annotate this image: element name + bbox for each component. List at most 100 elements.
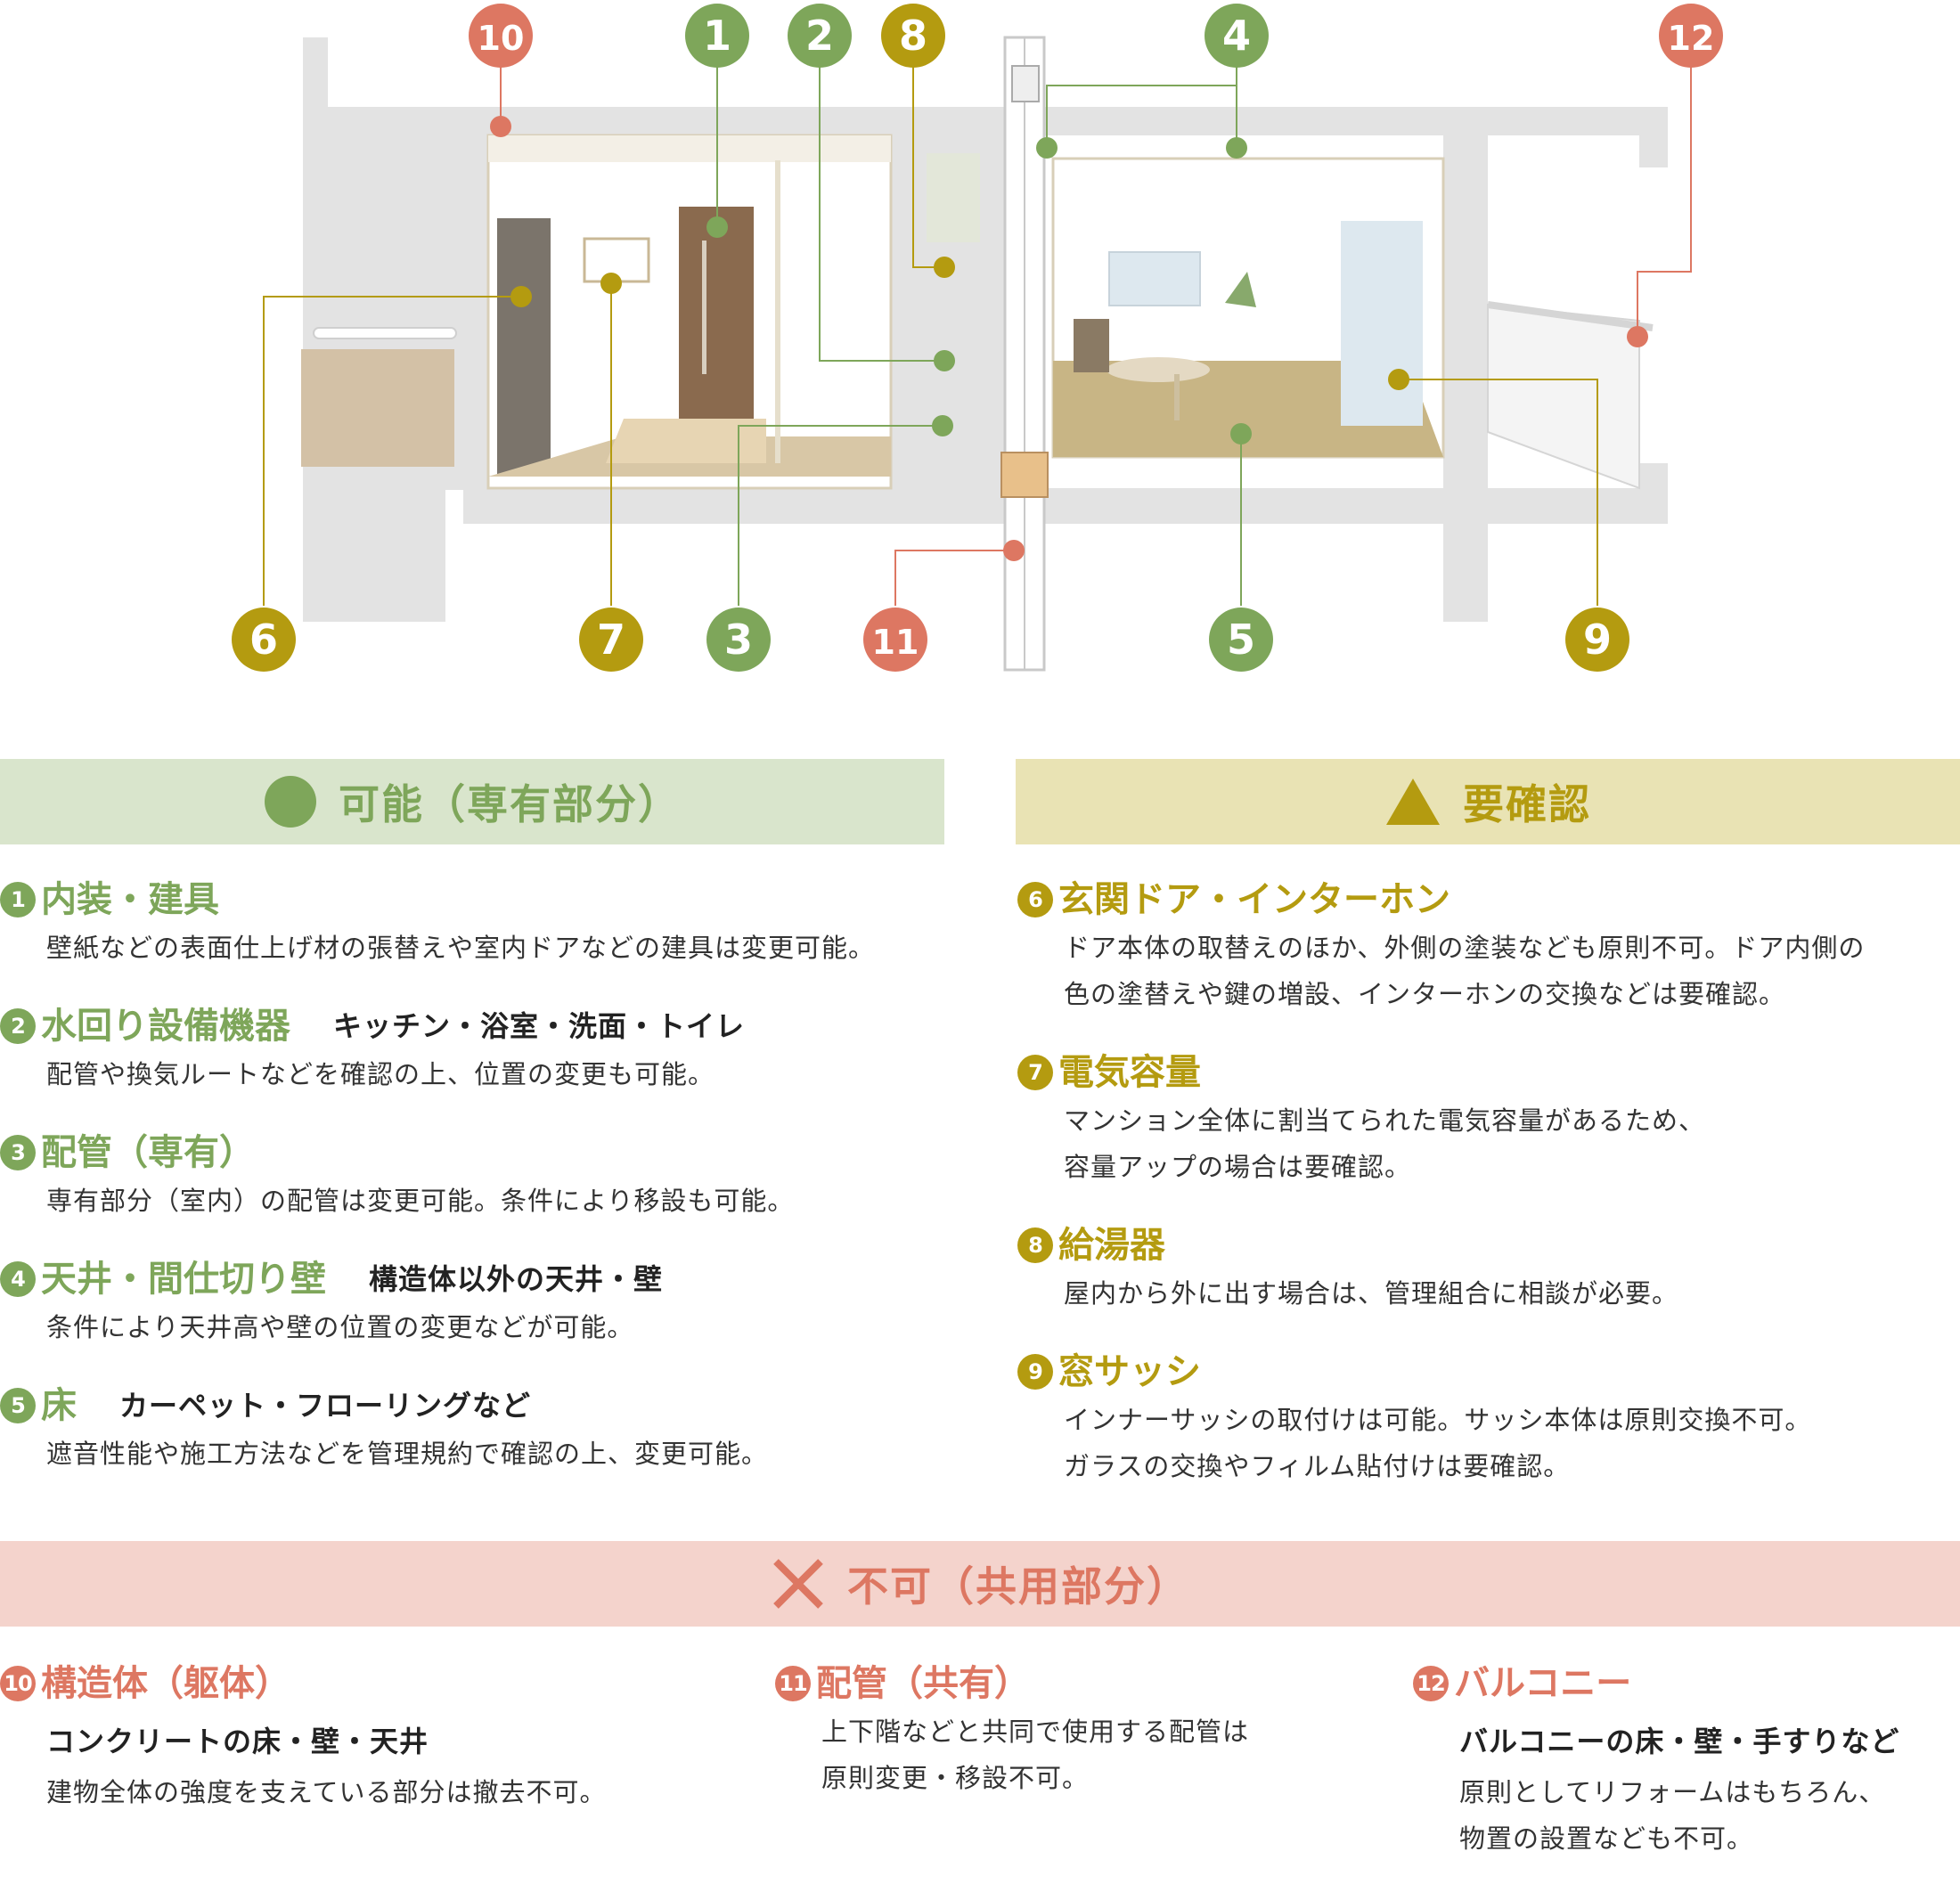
item-subtitle: バルコニーの床・壁・手すりなど bbox=[1459, 1725, 1900, 1758]
item-title: 構造体（躯体） bbox=[41, 1663, 290, 1704]
item-title: 玄関ドア・インターホン bbox=[1058, 879, 1450, 920]
item-description-line: マンション全体に割当てられた電気容量があるため、 bbox=[1064, 1105, 1706, 1136]
left-room bbox=[486, 134, 980, 490]
band-needs-check-title: 要確認 bbox=[1463, 780, 1591, 828]
item-title: 給湯器 bbox=[1058, 1225, 1165, 1266]
item-description-line: 色の塗替えや鍵の増設、インターホンの交換などは要確認。 bbox=[1064, 979, 1786, 1009]
item-description-line: ガラスの交換やフィルム貼付けは要確認。 bbox=[1064, 1451, 1571, 1481]
item-number-badge: 2 bbox=[0, 1008, 36, 1044]
cross-icon bbox=[771, 1556, 826, 1611]
item-title: 水回り設備機器 bbox=[41, 1006, 290, 1047]
item-description-line: インナーサッシの取付けは可能。サッシ本体は原則交換不可。 bbox=[1064, 1405, 1812, 1435]
item-title: 電気容量 bbox=[1058, 1052, 1201, 1093]
item-description-line: 条件により天井高や壁の位置の変更などが可能。 bbox=[46, 1312, 634, 1342]
marker-8: 8 bbox=[881, 4, 945, 68]
marker-11: 11 bbox=[863, 608, 927, 672]
marker-12-label: 12 bbox=[1668, 19, 1715, 58]
triangle-icon bbox=[1384, 777, 1441, 827]
item-subtitle: コンクリートの床・壁・天井 bbox=[46, 1725, 429, 1758]
item-title: バルコニー bbox=[1454, 1663, 1632, 1704]
marker-3-label: 3 bbox=[724, 616, 753, 664]
item-title: 床 bbox=[41, 1385, 77, 1426]
item-number-badge: 9 bbox=[1017, 1354, 1053, 1390]
marker-5-label: 5 bbox=[1227, 616, 1255, 664]
item-title: 内装・建具 bbox=[41, 879, 219, 920]
marker-7-label: 7 bbox=[597, 616, 625, 664]
item-number-badge: 6 bbox=[1017, 882, 1053, 917]
item-description-line: 屋内から外に出す場合は、管理組合に相談が必要。 bbox=[1064, 1278, 1679, 1309]
marker-10: 10 bbox=[469, 4, 533, 68]
item-number-badge: 8 bbox=[1017, 1227, 1053, 1263]
band-possible-title: 可能（専有部分） bbox=[339, 780, 681, 828]
right-balcony bbox=[1487, 301, 1654, 490]
item-title: 天井・間仕切り壁 bbox=[41, 1259, 326, 1300]
item-subtitle: カーペット・フローリングなど bbox=[119, 1389, 532, 1423]
leader-dots bbox=[490, 116, 1648, 561]
item-description-line: ドア本体の取替えのほか、外側の塗装なども原則不可。ドア内側の bbox=[1064, 933, 1866, 963]
marker-9: 9 bbox=[1565, 608, 1629, 672]
item-number-badge: 1 bbox=[0, 882, 36, 917]
marker-6-label: 6 bbox=[249, 616, 278, 664]
right-room bbox=[1051, 157, 1445, 459]
marker-4: 4 bbox=[1205, 4, 1269, 68]
item-description-line: 容量アップの場合は要確認。 bbox=[1064, 1152, 1412, 1182]
pipe-shaft bbox=[1000, 36, 1049, 672]
marker-6: 6 bbox=[232, 608, 296, 672]
item-description-line: 物置の設置なども不可。 bbox=[1459, 1823, 1754, 1854]
item-subtitle: 構造体以外の天井・壁 bbox=[369, 1262, 664, 1296]
marker-9-label: 9 bbox=[1583, 616, 1612, 664]
item-number-badge: 3 bbox=[0, 1135, 36, 1170]
marker-10-label: 10 bbox=[478, 19, 525, 58]
item-title: 配管（専有） bbox=[41, 1132, 255, 1173]
item-subtitle: キッチン・浴室・洗面・トイレ bbox=[333, 1009, 746, 1043]
band-not-possible-title: 不可（共用部分） bbox=[847, 1562, 1189, 1611]
band-not-possible: 不可（共用部分） bbox=[0, 1541, 1960, 1627]
item-description-line: 配管や換気ルートなどを確認の上、位置の変更も可能。 bbox=[46, 1059, 715, 1089]
marker-4-label: 4 bbox=[1222, 12, 1251, 60]
item-description-line: 原則変更・移設不可。 bbox=[821, 1763, 1090, 1793]
item-number-badge: 11 bbox=[775, 1666, 811, 1701]
filled-circle-icon bbox=[264, 775, 317, 828]
marker-12: 12 bbox=[1659, 4, 1723, 68]
item-description-line: 建物全体の強度を支えている部分は撤去不可。 bbox=[46, 1777, 607, 1807]
item-description-line: 上下階などと共同で使用する配管は bbox=[821, 1717, 1250, 1747]
marker-2: 2 bbox=[788, 4, 852, 68]
band-possible: 可能（専有部分） bbox=[0, 759, 944, 844]
marker-1-label: 1 bbox=[703, 12, 731, 60]
marker-8-label: 8 bbox=[899, 12, 927, 60]
marker-3: 3 bbox=[706, 608, 771, 672]
item-number-badge: 4 bbox=[0, 1261, 36, 1297]
item-description-line: 原則としてリフォームはもちろん、 bbox=[1459, 1777, 1886, 1807]
marker-5: 5 bbox=[1209, 608, 1273, 672]
item-number-badge: 7 bbox=[1017, 1055, 1053, 1090]
marker-2-label: 2 bbox=[805, 12, 834, 60]
item-number-badge: 12 bbox=[1413, 1666, 1449, 1701]
item-description-line: 壁紙などの表面仕上げ材の張替えや室内ドアなどの建具は変更可能。 bbox=[46, 933, 876, 963]
marker-1: 1 bbox=[685, 4, 749, 68]
item-description-line: 専有部分（室内）の配管は変更可能。条件により移設も可能。 bbox=[46, 1186, 795, 1216]
